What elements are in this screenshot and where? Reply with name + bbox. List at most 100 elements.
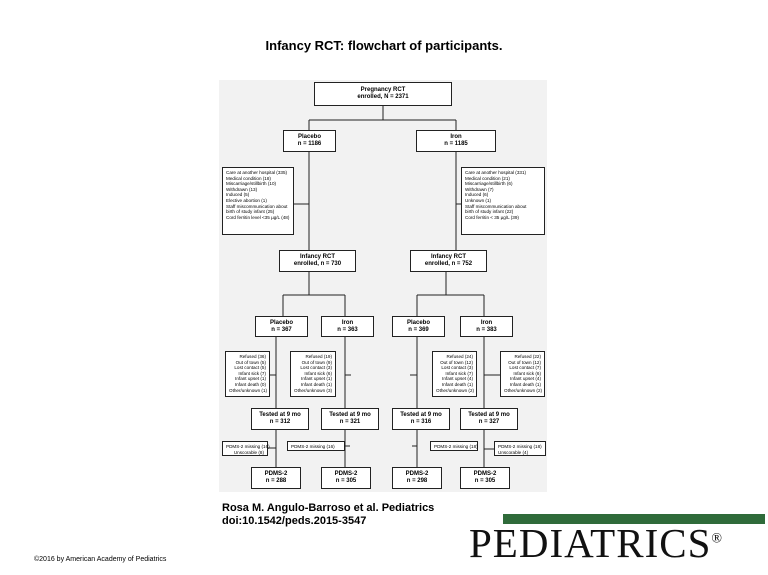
- journal-logo: PEDIATRICS®: [469, 519, 723, 567]
- loss-list-iron-1: Refused (19) Out of town (9) Lost contac…: [290, 351, 336, 397]
- tested-box-3: Tested at 9 mo n = 316: [392, 408, 450, 430]
- copyright-notice: ©2016 by American Academy of Pediatrics: [34, 556, 167, 563]
- loss-item: Infant sick (7): [445, 370, 473, 376]
- journal-logo-wordmark: PEDIATRICS: [469, 520, 712, 566]
- exclusion-item: Staff miscommunication about: [226, 203, 288, 209]
- exclusion-item: Staff miscommunication about: [465, 203, 527, 209]
- box-count: n = 305: [335, 478, 357, 484]
- missing-item: Unscorable (8): [233, 449, 264, 455]
- exclusion-item: Cord ferritin level <35 µg/L (48): [226, 214, 290, 220]
- pregnancy-rct-box: Pregnancy RCT enrolled, N = 2371: [314, 82, 452, 106]
- box-heading: Placebo: [406, 319, 430, 326]
- box-count: n = 305: [474, 478, 496, 484]
- citation-authors: Rosa M. Angulo-Barroso et al. Pediatrics: [222, 502, 435, 514]
- box-heading: PDMS-2: [334, 471, 358, 477]
- exclusion-item: birth of study infant (25): [226, 209, 275, 215]
- pdms-box-1: PDMS-2 n = 288: [251, 467, 301, 489]
- missing-list-4: PDMS-2 missing (18) Unscorable (4): [494, 441, 546, 456]
- loss-list-iron-2: Refused (22) Out of town (12) Lost conta…: [500, 351, 545, 397]
- exclusion-item: Care at another hospital (331): [465, 170, 527, 175]
- missing-item: PDMS-2 missing (18): [434, 444, 478, 449]
- exclusion-item: Unknown (1): [465, 197, 492, 203]
- box-heading: Pregnancy RCT: [360, 87, 406, 93]
- loss-item: Infant upset (1): [301, 376, 332, 382]
- loss-item: Refused (19): [305, 354, 332, 359]
- box-heading: Tested at 9 mo: [468, 412, 510, 418]
- loss-item: Lost contact (3): [300, 365, 332, 371]
- loss-item: Other/unknown (1): [229, 387, 268, 393]
- box-heading: Tested at 9 mo: [259, 412, 301, 418]
- box-count: n = 312: [269, 419, 291, 425]
- infancy-rct-placebo-box: Infancy RCT enrolled, n = 730: [279, 250, 356, 272]
- journal-logo-bar: [503, 514, 765, 524]
- box-count: n = 288: [265, 478, 287, 484]
- infancy-placebo-box-1: Placebo n = 367: [255, 316, 308, 337]
- loss-item: Infant death (0): [234, 381, 266, 387]
- box-count: n = 327: [478, 419, 500, 425]
- infancy-iron-box-2: Iron n = 383: [460, 316, 513, 337]
- loss-item: Out of town (12): [440, 359, 473, 365]
- exclusion-item: Induced (6): [465, 192, 489, 198]
- loss-item: Other/unknown (2): [436, 387, 475, 393]
- loss-item: Infant sick (6): [304, 370, 332, 376]
- box-count: enrolled, N = 2371: [357, 94, 409, 100]
- loss-item: Infant sick (6): [513, 370, 541, 376]
- loss-item: Out of town (9): [301, 359, 332, 365]
- pdms-box-3: PDMS-2 n = 298: [392, 467, 442, 489]
- exclusion-item: Miscarriage/stillbirth (6): [465, 181, 513, 187]
- exclusion-item: Cord ferritin < 35 µg/L (39): [465, 214, 519, 220]
- box-count: n = 367: [271, 326, 292, 333]
- missing-item: PDMS-2 missing (16): [226, 444, 270, 449]
- box-count: n = 1186: [297, 141, 322, 147]
- missing-list-3: PDMS-2 missing (18): [430, 441, 478, 451]
- loss-item: Refused (36): [239, 354, 266, 359]
- slide-title: Infancy RCT: flowchart of participants.: [265, 38, 503, 53]
- loss-item: Infant upset (4): [510, 376, 541, 382]
- loss-item: Out of town (5): [235, 359, 266, 365]
- box-count: n = 383: [476, 326, 497, 333]
- loss-item: Infant death (1): [300, 381, 332, 387]
- exclusion-item: Withdrawn (13): [226, 186, 258, 192]
- loss-list-placebo-2: Refused (24) Out of town (12) Lost conta…: [432, 351, 477, 397]
- box-heading: Iron: [450, 134, 462, 140]
- loss-item: Infant sick (7): [238, 370, 266, 376]
- loss-item: Refused (22): [514, 354, 541, 359]
- tested-box-1: Tested at 9 mo n = 312: [251, 408, 309, 430]
- loss-item: Lost contact (7): [509, 365, 541, 371]
- box-heading: Tested at 9 mo: [400, 412, 442, 418]
- registered-mark: ®: [711, 531, 724, 547]
- exclusion-item: Withdrawn (7): [465, 186, 494, 192]
- missing-item: Unscorable (4): [498, 449, 529, 455]
- loss-item: Other/unknown (2): [504, 387, 543, 393]
- exclusion-item: Care at another hospital (335): [226, 170, 288, 175]
- exclusion-item: Induced (5): [226, 192, 250, 198]
- loss-item: Infant death (1): [509, 381, 541, 387]
- box-heading: PDMS-2: [473, 471, 497, 477]
- placebo-group-box: Placebo n = 1186: [283, 130, 336, 152]
- pdms-box-2: PDMS-2 n = 305: [321, 467, 371, 489]
- loss-item: Infant death (1): [441, 381, 473, 387]
- exclusion-item: birth of study infant (22): [465, 209, 514, 215]
- infancy-placebo-box-2: Placebo n = 369: [392, 316, 445, 337]
- loss-item: Infant upset (4): [442, 376, 473, 382]
- loss-item: Other/unknown (3): [294, 387, 333, 393]
- box-count: n = 1185: [444, 141, 468, 147]
- tested-box-2: Tested at 9 mo n = 321: [321, 408, 379, 430]
- tested-box-4: Tested at 9 mo n = 327: [460, 408, 518, 430]
- box-count: n = 321: [339, 419, 361, 425]
- loss-item: Infant upset (1): [235, 376, 266, 382]
- missing-list-1: PDMS-2 missing (16) Unscorable (8): [222, 441, 270, 456]
- box-heading: Iron: [341, 319, 354, 326]
- infancy-iron-box-1: Iron n = 363: [321, 316, 374, 337]
- loss-item: Out of town (12): [508, 359, 541, 365]
- loss-list-placebo-1: Refused (36) Out of town (5) Lost contac…: [225, 351, 270, 397]
- citation-doi: doi:10.1542/peds.2015-3547: [222, 515, 367, 527]
- pdms-box-4: PDMS-2 n = 305: [460, 467, 510, 489]
- box-heading: Placebo: [269, 319, 293, 326]
- box-count: enrolled, n = 730: [293, 261, 342, 267]
- missing-list-2: PDMS-2 missing (16): [287, 441, 345, 451]
- box-count: n = 369: [408, 326, 429, 333]
- box-heading: PDMS-2: [264, 471, 288, 477]
- box-count: enrolled, n = 752: [424, 261, 473, 267]
